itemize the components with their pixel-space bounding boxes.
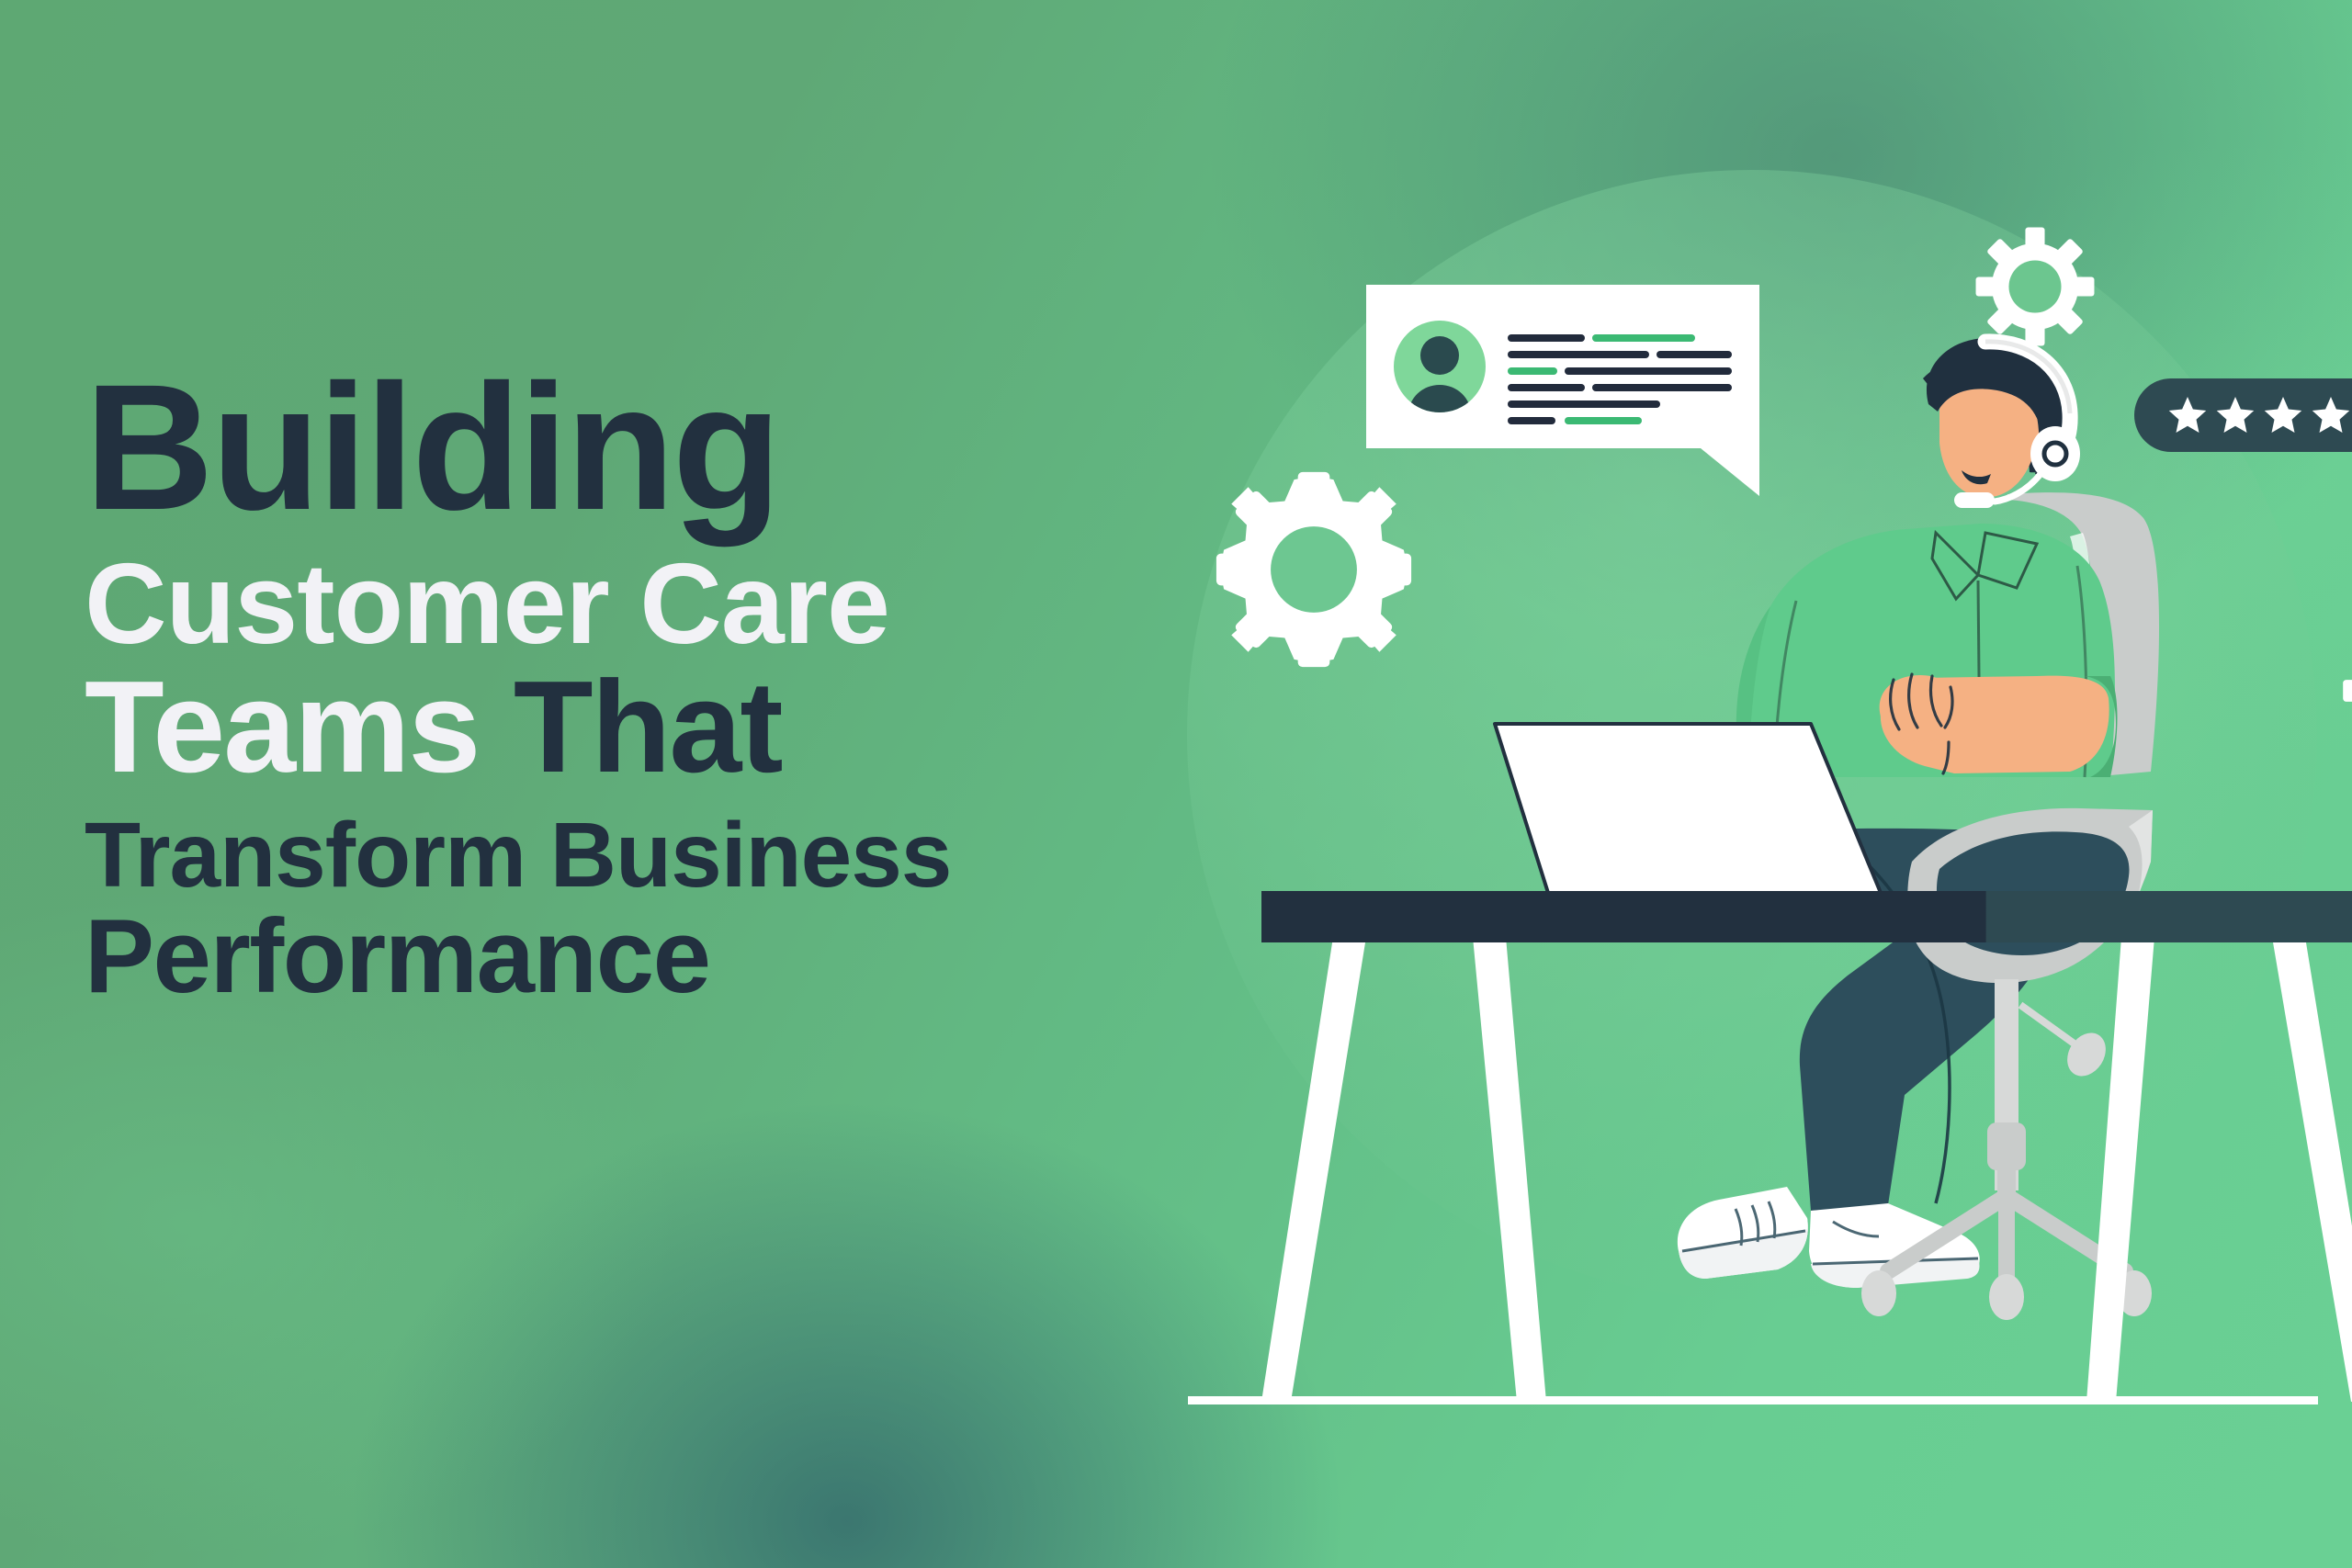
agent-head xyxy=(1923,337,2066,498)
headline-line-3-light: Teams xyxy=(85,654,481,801)
star-icon-group xyxy=(2168,397,2350,433)
page-title: Building Customer Care Teams That Transf… xyxy=(85,347,1270,1015)
gear-icon-top xyxy=(1975,227,2095,346)
illustration-customer-support xyxy=(1153,129,2352,1433)
headline-line-5: Performance xyxy=(85,897,711,1015)
agent-shoe-back xyxy=(1677,1187,1808,1279)
avatar xyxy=(1394,321,1486,412)
desk-top xyxy=(1261,891,2352,942)
agent-hand xyxy=(1879,674,1960,742)
headset-icon xyxy=(1954,333,2080,508)
gear-icon-right xyxy=(2343,680,2352,702)
desk xyxy=(1261,891,2352,1402)
headline-line-1: Building xyxy=(85,347,782,547)
gear-icon-large-left-hole xyxy=(1271,526,1357,613)
desk-leg-right-inner xyxy=(2086,937,2154,1402)
headline-line-3: Teams That xyxy=(85,662,1270,793)
gear-icon-large-left xyxy=(1216,471,1412,668)
headline-line-4: Transform Business xyxy=(85,803,952,907)
status-badge-rating xyxy=(2134,378,2352,452)
desk-leg-left xyxy=(1473,937,1546,1402)
headline-line-2: Customer Care xyxy=(85,541,890,669)
chat-bubble-card xyxy=(1366,285,1759,496)
headline-line-3-dark: That xyxy=(513,654,784,801)
desk-leg-far-left xyxy=(1261,937,1366,1402)
floor-line xyxy=(1188,1396,2318,1404)
chat-text-lines xyxy=(1508,334,1732,424)
desk-leg-far-right xyxy=(2272,937,2352,1402)
